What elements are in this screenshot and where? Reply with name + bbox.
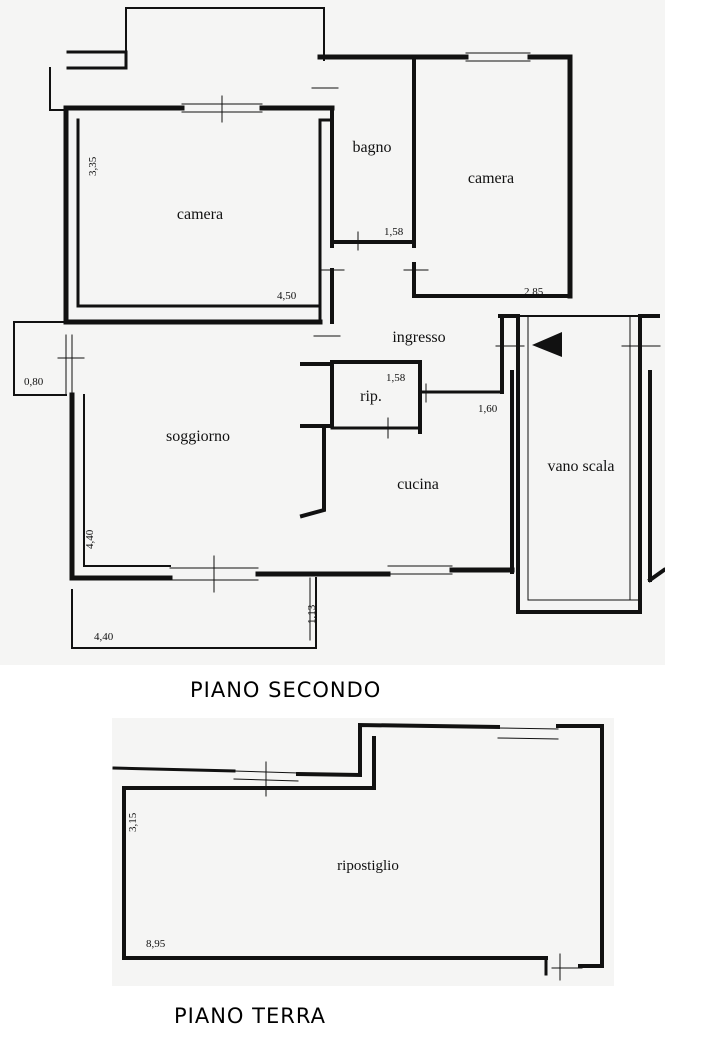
floor-plan-second: camera bagno camera ingresso rip. soggio…	[0, 0, 665, 665]
dim-balcony-bottom-depth: 1,13	[306, 604, 318, 624]
ground-north-wall	[295, 722, 501, 778]
dim-bagno-width: 1,58	[384, 226, 404, 238]
ground-east-wall	[556, 724, 604, 968]
room-label-camera-left: camera	[177, 206, 223, 223]
floor-plan-ground-drawing: ripostiglio 3,15 8,95	[112, 718, 614, 986]
camera-left-inner-wall	[76, 118, 322, 308]
dim-soggiorno-height: 4,40	[84, 529, 96, 549]
room-label-ingresso: ingresso	[392, 329, 445, 346]
wall-soggiorno-cucina	[299, 424, 326, 519]
floor-plan-second-drawing: camera bagno camera ingresso rip. soggio…	[0, 0, 665, 665]
dim-cucina-depth: 1,60	[478, 403, 498, 415]
dim-balcony-bottom-width: 4,40	[94, 631, 114, 643]
dim-camera-right-width: 2,85	[524, 286, 544, 298]
dim-camera-left-height: 3,35	[87, 156, 99, 176]
room-label-soggiorno: soggiorno	[166, 428, 230, 445]
left-balcony-rail-top	[49, 67, 65, 111]
dim-ground-height: 3,15	[127, 812, 139, 832]
room-label-rip: rip.	[360, 388, 382, 405]
room-label-ripostiglio-ground: ripostiglio	[337, 858, 399, 874]
ground-inner-wall	[122, 736, 548, 960]
dim-rip-width: 1,58	[386, 372, 406, 384]
room-label-cucina: cucina	[397, 476, 439, 493]
vano-scala-walls	[498, 314, 660, 614]
room-label-bagno: bagno	[352, 139, 391, 156]
left-balcony	[13, 321, 67, 396]
dim-ground-width: 8,95	[146, 938, 166, 950]
heading-piano-terra: PIANO TERRA	[174, 1004, 326, 1028]
paper-background-ground	[112, 718, 614, 986]
rip-walls	[300, 362, 334, 428]
dim-balcony-left-depth: 0,80	[24, 376, 44, 388]
top-balcony-rail	[125, 7, 325, 69]
floor-plan-ground: ripostiglio 3,15 8,95	[112, 718, 614, 986]
room-label-vano-scala: vano scala	[547, 458, 614, 475]
room-label-camera-right: camera	[468, 170, 514, 187]
dim-camera-left-width: 4,50	[277, 290, 297, 302]
heading-piano-secondo: PIANO SECONDO	[190, 678, 382, 702]
bottom-balcony-rail	[71, 577, 317, 649]
entry-arrow-icon	[532, 332, 562, 357]
top-balcony-wall	[66, 50, 128, 70]
